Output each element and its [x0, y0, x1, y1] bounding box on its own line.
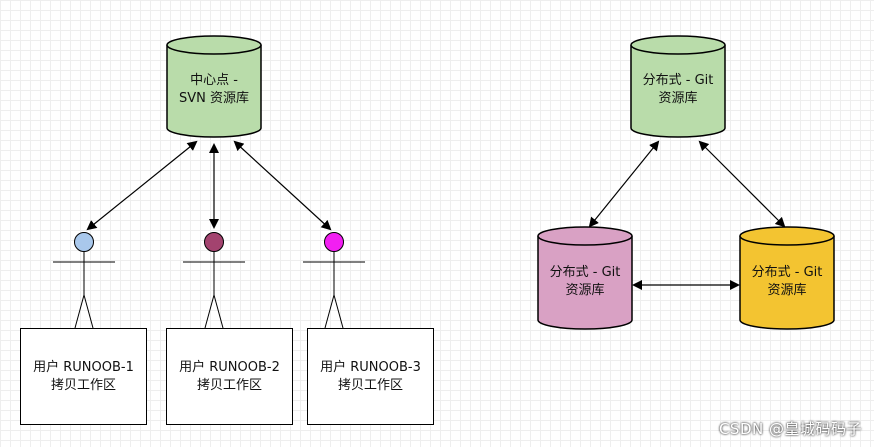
git-top-body: [630, 45, 726, 138]
user2-workspace-box: 用户 RUNOOB-2 拷贝工作区: [166, 328, 293, 425]
user1-workspace-label: 用户 RUNOOB-1 拷贝工作区: [33, 359, 134, 393]
user3-workspace-label: 用户 RUNOOB-3 拷贝工作区: [320, 359, 421, 393]
user2-figure: [183, 232, 245, 329]
user1-workspace-box: 用户 RUNOOB-1 拷贝工作区: [20, 328, 147, 425]
user3-head: [324, 232, 344, 252]
svn-repo-body: [166, 45, 262, 138]
arrow-svn-to-user3: [233, 140, 332, 231]
git-top-top: [630, 35, 726, 55]
user1-head: [74, 232, 94, 252]
git-left-repository: [537, 226, 633, 330]
user1-figure: [53, 232, 115, 329]
arrow-git-top-to-left: [588, 140, 660, 228]
git-right-body: [739, 236, 835, 330]
watermark: CSDN @皇城码码子: [718, 420, 862, 438]
git-top-repository: [630, 35, 726, 138]
user3-figure: [303, 232, 365, 329]
user2-head: [204, 232, 224, 252]
git-right-top: [739, 226, 835, 246]
git-left-top: [537, 226, 633, 246]
arrow-svn-to-user1: [86, 140, 198, 231]
user3-workspace-box: 用户 RUNOOB-3 拷贝工作区: [307, 328, 434, 425]
git-left-body: [537, 236, 633, 330]
arrow-git-top-to-right: [698, 140, 786, 228]
svn-repo-top: [166, 35, 262, 55]
user2-workspace-label: 用户 RUNOOB-2 拷贝工作区: [179, 359, 280, 393]
git-right-repository: [739, 226, 835, 330]
svn-central-repository: [166, 35, 262, 138]
